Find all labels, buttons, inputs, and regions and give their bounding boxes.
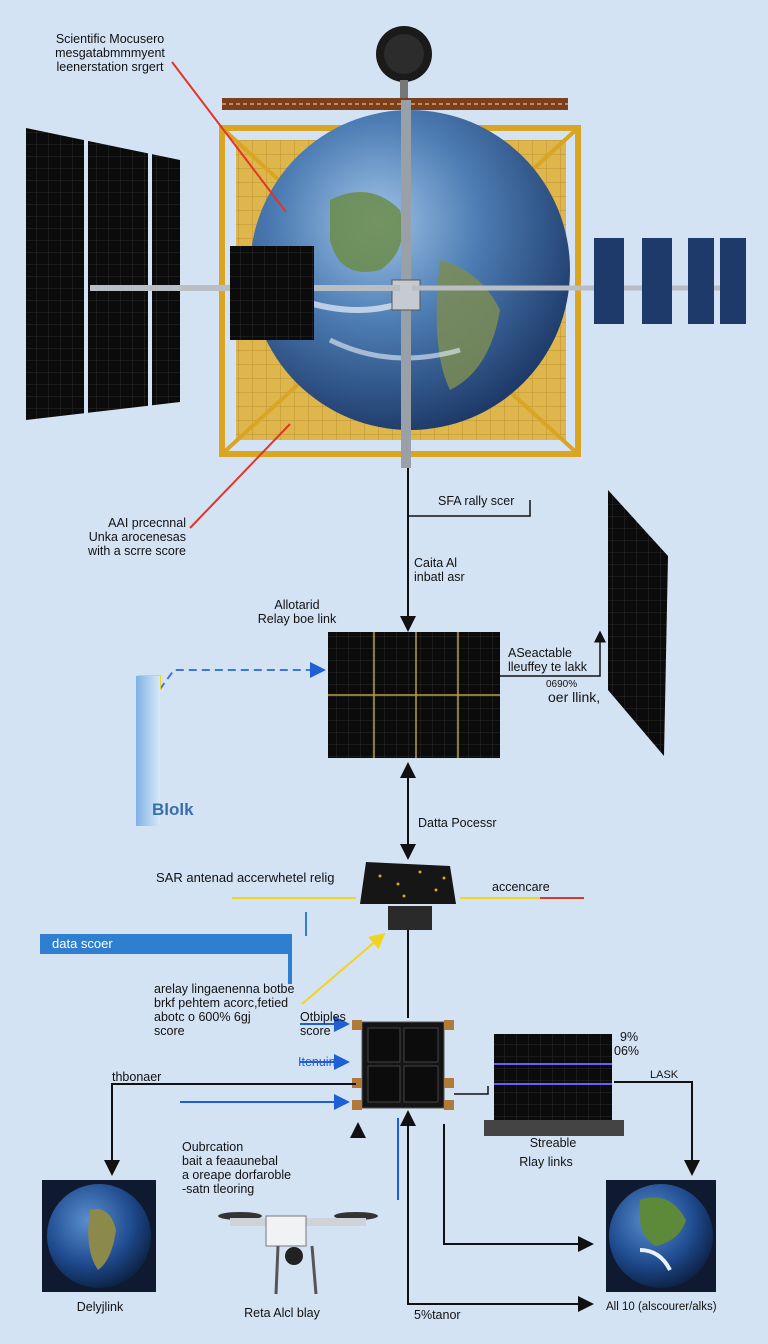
label-data-processor: Datta Pocessr [418,816,497,830]
label-scientific: Scientific Mocusero mesgatabmmmyent leen… [55,32,165,74]
processor-chip-icon [352,1020,454,1110]
label-oer-link: oer llink, [548,689,601,705]
solar-panel-icon [26,128,400,420]
drone-icon [218,1212,378,1295]
label-otbiples: Otbiples score [300,1010,346,1038]
label-arelay: arelay lingaenenna botbe brkf pehtem aco… [154,982,295,1038]
label-rlay-links: Rlay links [519,1155,573,1169]
label-pct-9: 9% [620,1030,639,1044]
label-ai-processing: AAI prcecnnal Unka arocenesas with a scr… [88,516,186,558]
label-lask: LASK [650,1069,679,1081]
label-caita: Caita Al inbatl asr [414,556,465,584]
server-rack-icon [484,1034,624,1136]
label-asectable: ASeactable lleuffey te lakk [508,646,587,674]
earth-globe-icon [42,1180,156,1292]
label-oubrcation: Oubrcation bait a feaaunebal a oreape do… [182,1140,292,1196]
label-streable: Streable [529,1136,577,1150]
blolk-bar [136,676,160,826]
label-itenuina: Itenuina [298,1055,343,1069]
processor-chip-icon [360,862,456,930]
label-sar: SAR antenad accerwhetel relig [156,870,335,885]
label-allotarid: Allotarid Relay boe link [257,598,337,626]
relay-panel [328,632,500,758]
solar-panel-icon [608,490,668,756]
blolk-label: Blolk [152,800,194,819]
data-scoer-banner: data scoer [40,934,290,954]
label-reta: Reta Alcl blay [244,1306,320,1320]
label-all10: All 10 (alscourer/alks) [606,1301,717,1313]
earth-globe-icon [606,1180,716,1292]
label-thbonaer: thbonaer [112,1070,162,1084]
satellite-dish-icon [376,26,432,100]
label-accencare: accencare [492,880,550,894]
label-pct-link: 0690% [546,679,578,690]
label-delyjlink: Delyjlink [76,1300,124,1314]
label-pct-tanor: 5%tanor [414,1308,461,1322]
solar-panel-icon [412,238,746,324]
label-sfa: SFA rally scer [438,494,515,508]
label-pct-06: 06% [614,1044,640,1058]
